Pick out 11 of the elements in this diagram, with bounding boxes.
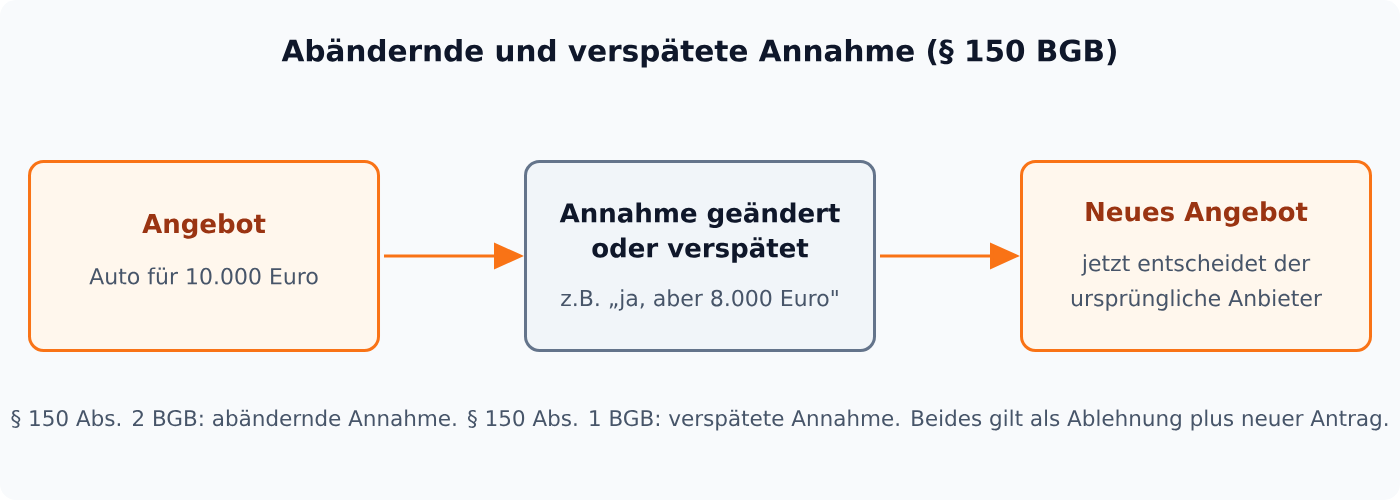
heading: Angebot — [142, 213, 266, 239]
diagram-title: Abändernde und verspätete Annahme (§ 150 BGB) — [281, 38, 1116, 68]
description: jetzt entscheidet der ursprüngliche Anbieter — [1071, 254, 1322, 311]
process-box — [1020, 160, 1372, 352]
footnote: § 150 Abs. 2 BGB: abändernde Annahme. § 150 Abs. 1 BGB: verspätete Annahme. Beides gilt als Ablehnung plus neuer Antrag. — [11, 409, 1388, 431]
heading: Annahme geändert oder verspätet — [559, 202, 840, 263]
description: z.B. „ja, aber 8.000 Euro" — [561, 289, 838, 311]
description: Auto für 10.000 Euro — [89, 267, 318, 285]
heading: Neues Angebot — [1086, 201, 1308, 227]
process-box — [524, 160, 876, 352]
process-box — [28, 160, 380, 352]
